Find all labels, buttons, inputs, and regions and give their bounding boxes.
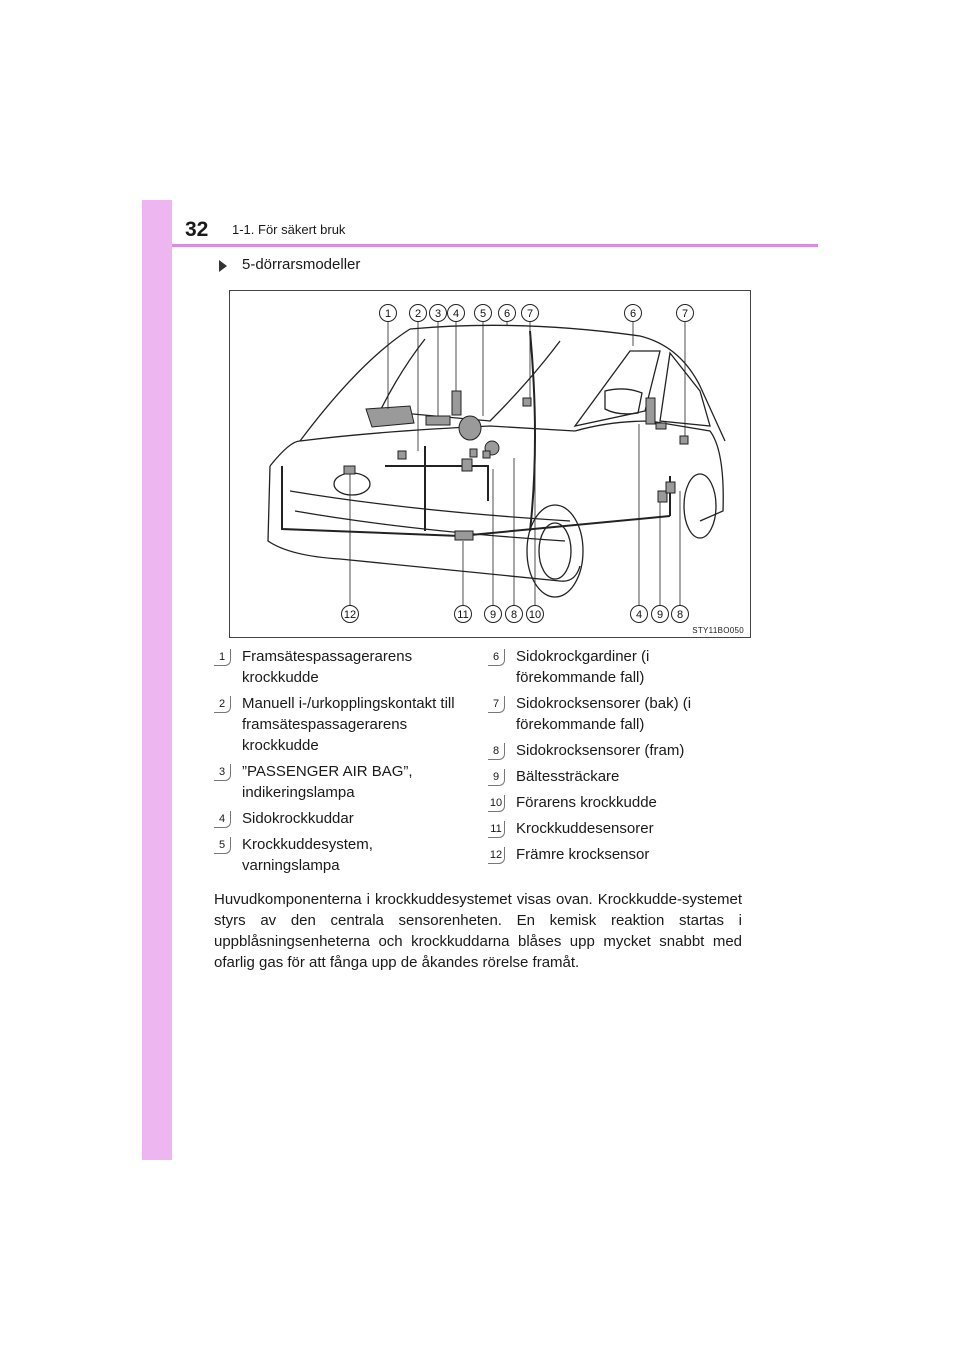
legend-item: 4 Sidokrockkuddar [214,808,464,829]
legend-text: Krockkuddesystem, varningslampa [242,836,373,874]
callout-9-bottom: 9 [657,609,663,621]
body-paragraph: Huvudkomponenterna i krockkuddesystemet … [214,891,742,971]
legend-text: Sidokrockgardiner (i förekommande fall) [516,648,650,686]
callout-2: 2 [415,308,421,320]
legend-item: 3 ”PASSENGER AIR BAG”, indikeringslampa [214,761,464,803]
callout-10: 10 [529,609,541,621]
callout-1: 1 [385,308,391,320]
legend-item: 1 Framsätespassagerarens krockkudde [214,646,464,688]
car-illustration: 1 2 3 4 5 6 7 6 7 12 11 9 8 10 4 9 8 [267,304,726,623]
legend-item: 9 Bältessträckare [488,766,748,787]
legend-text: Manuell i-/urkopplingskontakt till frams… [242,695,455,754]
legend-text: ”PASSENGER AIR BAG”, indikeringslampa [242,763,413,801]
legend-item: 6 Sidokrockgardiner (i förekommande fall) [488,646,748,688]
callout-8: 8 [511,609,517,621]
legend-text: Sidokrocksensorer (fram) [516,742,685,759]
legend-number: 7 [488,696,505,713]
legend-left: 1 Framsätespassagerarens krockkudde 2 Manu… [214,646,464,881]
callout-11: 11 [457,609,468,621]
legend-right: 6 Sidokrockgardiner (i förekommande fall)… [488,646,748,870]
callout-6: 6 [504,308,510,320]
legend-text: Sidokrocksensorer (bak) (i förekommande … [516,695,692,733]
legend-text: Bältessträckare [516,768,620,785]
callout-12: 12 [344,609,356,621]
legend-item: 10 Förarens krockkudde [488,792,748,813]
figure-code: STY11BO050 [692,626,744,635]
legend-text: Främre krocksensor [516,846,650,863]
legend-item: 2 Manuell i-/urkopplingskontakt till fram… [214,693,464,756]
callout-4-bottom: 4 [636,609,642,621]
legend-text: Krockkuddesensorer [516,820,654,837]
section-arrow-icon [219,260,227,272]
callout-7-right: 7 [682,308,688,320]
legend-number: 8 [488,743,505,760]
header-divider [172,244,818,247]
legend-number: 11 [488,821,505,838]
legend-number: 4 [214,811,231,828]
callout-3: 3 [435,308,441,320]
airbag-diagram: 1 2 3 4 5 6 7 6 7 12 11 9 8 10 4 9 8 STY… [229,290,751,638]
legend-number: 6 [488,649,505,666]
callout-5: 5 [480,308,486,320]
callout-6-right: 6 [630,308,636,320]
legend-text: Förarens krockkudde [516,794,657,811]
legend-number: 2 [214,696,231,713]
legend-number: 9 [488,769,505,786]
section-heading: 5-dörrarsmodeller [242,256,361,273]
legend-number: 3 [214,764,231,781]
legend-number: 12 [488,847,505,864]
legend-text: Sidokrockkuddar [242,810,354,827]
legend-item: 12 Främre krocksensor [488,844,748,865]
callout-9: 9 [490,609,496,621]
callout-4: 4 [453,308,459,320]
page-number: 32 [185,218,209,241]
legend-text: Framsätespassagerarens krockkudde [242,648,413,686]
callout-7: 7 [527,308,533,320]
legend-number: 10 [488,795,505,812]
callout-8-bottom: 8 [677,609,683,621]
legend-item: 8 Sidokrocksensorer (fram) [488,740,748,761]
legend-item: 7 Sidokrocksensorer (bak) (i förekommande… [488,693,748,735]
legend-number: 5 [214,837,231,854]
legend-number: 1 [214,649,231,666]
chapter-title: 1-1. För säkert bruk [232,222,346,237]
legend-item: 5 Krockkuddesystem, varningslampa [214,834,464,876]
legend-item: 11 Krockkuddesensorer [488,818,748,839]
chapter-side-tab [142,200,172,1160]
